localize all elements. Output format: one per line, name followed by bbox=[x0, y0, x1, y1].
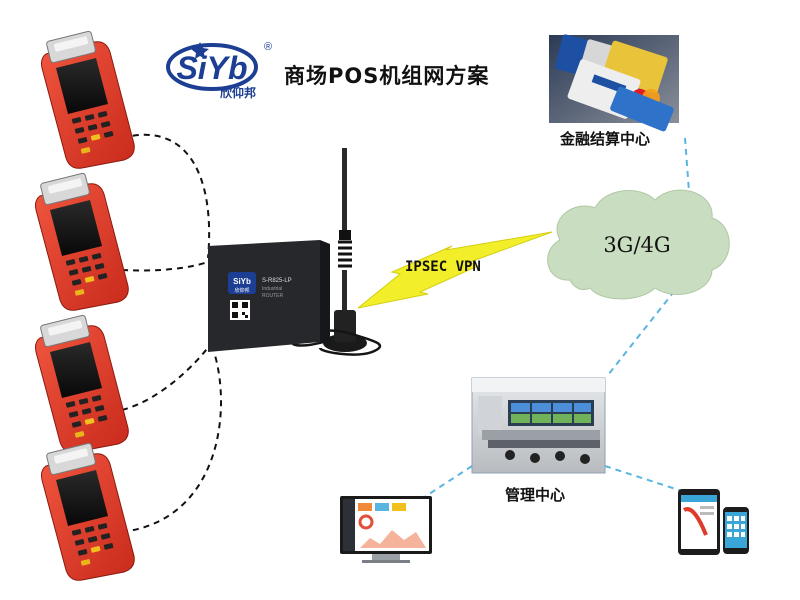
router-icon: SiYb 欣仰邦 S-R825-LP Industrial ROUTER bbox=[208, 240, 330, 352]
pos-link-3 bbox=[121, 344, 211, 411]
cloud-label: 3G/4G bbox=[603, 233, 670, 257]
router-brand: SiYb bbox=[233, 277, 251, 286]
logo-text: SiΥb bbox=[176, 50, 247, 86]
management-to-tablet-link bbox=[604, 465, 686, 493]
router-model: S-R825-LP bbox=[262, 278, 292, 284]
router-brand-cn: 欣仰邦 bbox=[234, 287, 249, 294]
router-sub2: ROUTER bbox=[262, 293, 284, 299]
pos-terminal-icon bbox=[35, 172, 129, 311]
pos-link-2 bbox=[121, 261, 209, 272]
management-center-label: 管理中心 bbox=[505, 486, 566, 504]
pos-terminal-icon bbox=[35, 314, 129, 453]
router-sub: Industrial bbox=[262, 286, 282, 292]
management-to-desktop-link bbox=[419, 465, 473, 501]
logo-subtitle: 欣仰邦 bbox=[220, 85, 256, 100]
desktop-monitor-icon bbox=[340, 496, 432, 563]
credit-cards-icon bbox=[549, 34, 679, 132]
smartphone-icon bbox=[723, 507, 749, 554]
finance-center-label: 金融结算中心 bbox=[560, 130, 651, 148]
pos-link-4 bbox=[121, 351, 222, 533]
logo-registered-mark: ® bbox=[264, 41, 272, 53]
cloud-icon: 3G/4G bbox=[547, 189, 730, 300]
lightning-bolt-icon bbox=[357, 231, 553, 309]
vpn-label: IPSEC VPN bbox=[405, 259, 481, 275]
brand-logo: SiΥb ® 欣仰邦 bbox=[166, 41, 272, 100]
qr-code bbox=[230, 300, 250, 320]
control-room-icon bbox=[471, 377, 606, 474]
pos-terminal-icon bbox=[41, 442, 135, 581]
pos-terminal-icon bbox=[41, 30, 135, 169]
pos-link-1 bbox=[121, 133, 211, 259]
page-title: 商场POS机组网方案 bbox=[284, 64, 490, 88]
antenna-icon bbox=[290, 148, 382, 356]
tablet-icon bbox=[678, 489, 720, 555]
